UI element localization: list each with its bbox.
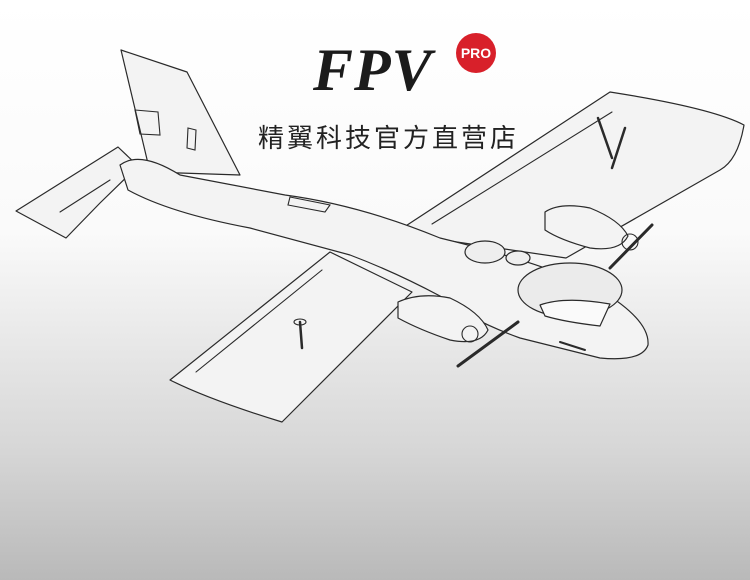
right-wing [394, 91, 745, 259]
right-motor-pod [544, 205, 629, 250]
gps-dome [505, 250, 531, 266]
left-motor-pod [397, 295, 489, 343]
right-propeller [608, 223, 654, 270]
left-propeller [456, 320, 520, 368]
tail-fin [120, 49, 241, 176]
store-name: 精翼科技官方直营店 [258, 124, 520, 154]
hatch [464, 240, 506, 264]
brand-logo: FPV [313, 37, 433, 103]
cockpit-window [539, 299, 611, 327]
left-stabilizer [15, 146, 139, 239]
left-wing [169, 251, 413, 423]
pro-badge: PRO [456, 33, 496, 73]
fuselage [119, 158, 649, 360]
